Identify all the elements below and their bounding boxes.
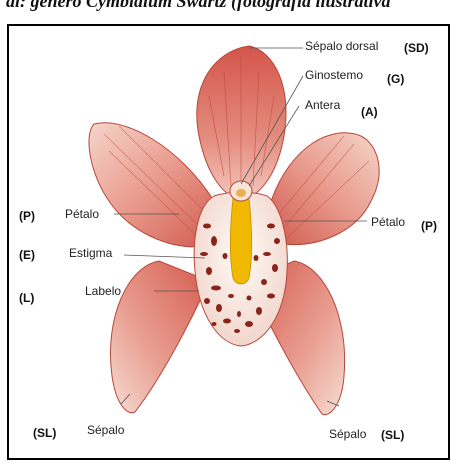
- code-e: (E): [19, 248, 35, 262]
- header-text: al: gênero Cymbidium Swartz (fotografia …: [6, 0, 391, 12]
- code-l: (L): [19, 291, 34, 305]
- code-p-left: (P): [19, 209, 35, 223]
- label-labelo: Labelo: [85, 284, 121, 298]
- label-petalo-right: Pétalo: [371, 215, 405, 229]
- code-g: (G): [387, 72, 404, 86]
- code-sl-left: (SL): [33, 426, 56, 440]
- orchid-illustration: [9, 26, 448, 458]
- label-petalo-left: Pétalo: [65, 207, 99, 221]
- code-a: (A): [361, 105, 378, 119]
- label-sepalo-right: Sépalo: [329, 427, 366, 441]
- label-ginostemo: Ginostemo: [305, 68, 363, 82]
- code-sd: (SD): [404, 41, 429, 55]
- code-sl-right: (SL): [381, 428, 404, 442]
- label-estigma: Estigma: [69, 246, 112, 260]
- petal-right: [268, 133, 379, 245]
- column: [230, 198, 251, 284]
- label-sepalo-left: Sépalo: [87, 423, 124, 437]
- header-strip: al: gênero Cymbidium Swartz (fotografia …: [0, 0, 457, 22]
- lateral-sepal-left: [110, 261, 209, 413]
- label-antera: Antera: [305, 98, 340, 112]
- label-sepalo-dorsal: Sépalo dorsal: [305, 39, 378, 53]
- diagram-frame: Sépalo dorsal (SD) Ginostemo (G) Antera …: [7, 24, 450, 460]
- code-p-right: (P): [421, 219, 437, 233]
